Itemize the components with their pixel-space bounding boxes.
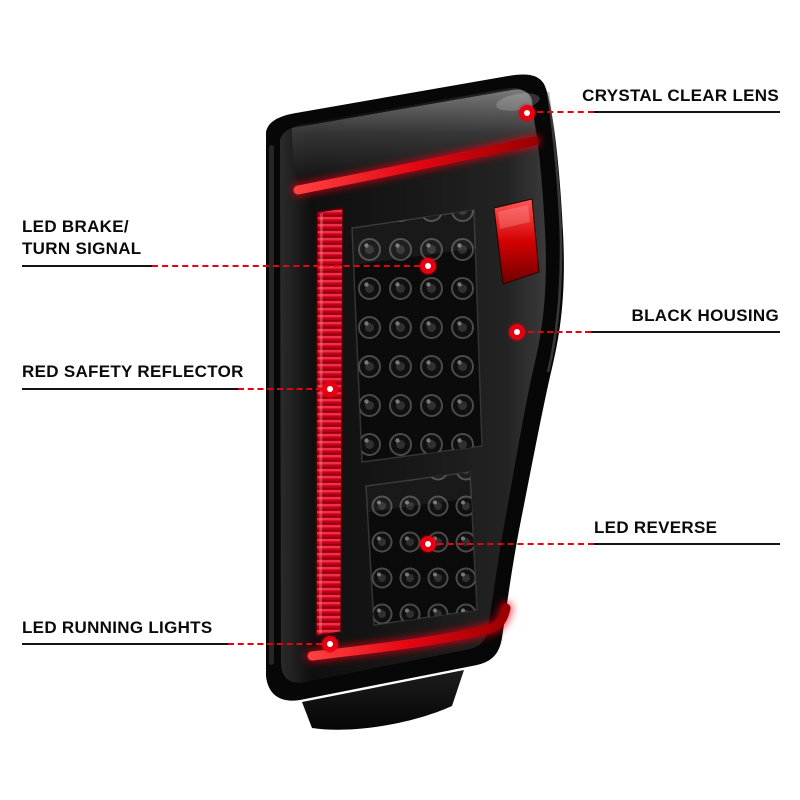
mounting-base bbox=[302, 670, 464, 730]
callout-label-line2: TURN SIGNAL bbox=[22, 239, 142, 258]
callout-leader-line bbox=[228, 643, 322, 645]
callout-underline bbox=[22, 388, 238, 390]
callout-marker-dot bbox=[322, 381, 338, 397]
callout-marker-dot bbox=[322, 636, 338, 652]
callout-leader-line bbox=[537, 111, 594, 113]
callout-leader-line bbox=[528, 331, 591, 333]
callout-leader-line bbox=[152, 265, 420, 267]
callout-label-line1: LED BRAKE/ bbox=[22, 217, 129, 236]
callout-marker-dot bbox=[420, 536, 436, 552]
callout-label: CRYSTAL CLEAR LENS bbox=[582, 86, 779, 105]
callout-label: LED BRAKE/ TURN SIGNAL bbox=[22, 216, 141, 260]
callout-label: LED RUNNING LIGHTS bbox=[22, 618, 213, 637]
callout-label: RED SAFETY REFLECTOR bbox=[22, 362, 244, 381]
top-light-tube bbox=[291, 134, 541, 197]
callout-marker-dot bbox=[420, 258, 436, 274]
callout-underline bbox=[22, 643, 228, 645]
right-edge-highlight bbox=[546, 91, 563, 373]
callout-underline bbox=[594, 111, 780, 113]
red-reflector-bar bbox=[315, 207, 344, 637]
clear-lens-band bbox=[292, 89, 536, 186]
left-edge-highlight bbox=[269, 145, 274, 665]
callout-marker-dot bbox=[519, 105, 535, 121]
led-panel-brake-turn bbox=[351, 209, 483, 463]
bottom-light-tube bbox=[305, 601, 513, 663]
callout-underline bbox=[594, 543, 780, 545]
callout-label: BLACK HOUSING bbox=[631, 306, 779, 325]
side-marker-reflector bbox=[493, 198, 540, 285]
callout-marker-dot bbox=[509, 324, 525, 340]
callout-leader-line bbox=[238, 388, 322, 390]
callout-underline bbox=[591, 331, 780, 333]
callout-label: LED REVERSE bbox=[594, 518, 718, 537]
callout-leader-line bbox=[437, 543, 594, 545]
callout-underline bbox=[22, 265, 152, 267]
